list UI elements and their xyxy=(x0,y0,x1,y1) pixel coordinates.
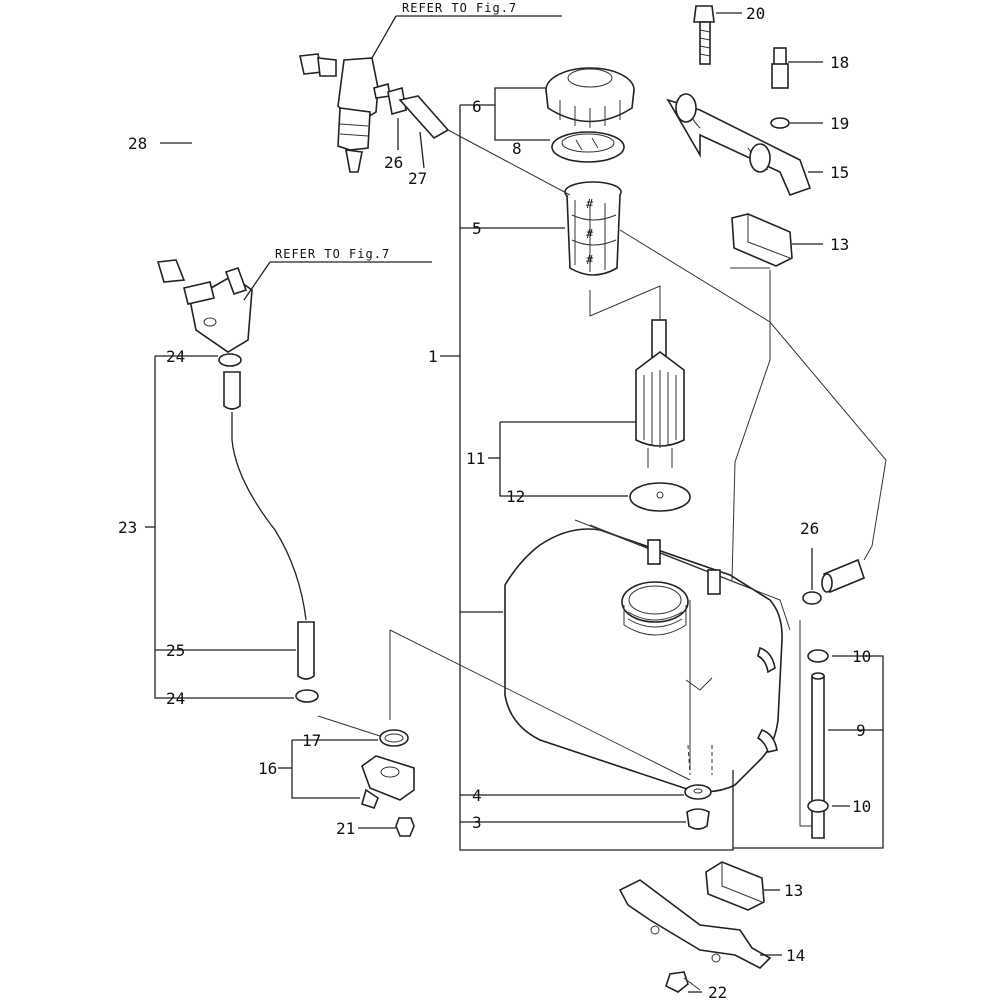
callout-27: 27 xyxy=(408,169,427,188)
fuel-hose-lower xyxy=(297,621,315,680)
callout-21: 21 xyxy=(336,819,355,838)
callout-5: 5 xyxy=(472,219,482,238)
callout-24-lower: 24 xyxy=(166,689,185,708)
callout-8: 8 xyxy=(512,139,522,158)
callout-1: 1 xyxy=(428,347,438,366)
cock-nut xyxy=(395,817,415,837)
injection-pipe xyxy=(116,53,337,283)
callout-10-lower: 10 xyxy=(852,797,871,816)
callout-12: 12 xyxy=(506,487,525,506)
callout-14: 14 xyxy=(786,946,805,965)
collar xyxy=(771,47,789,89)
o-ring xyxy=(379,729,409,747)
callout-17: 17 xyxy=(302,731,321,750)
callout-4: 4 xyxy=(472,786,482,805)
leak-off-hose xyxy=(398,95,450,140)
refer-label-mid: REFER TO Fig.7 xyxy=(275,247,390,261)
cap-gasket xyxy=(551,131,625,163)
callout-9: 9 xyxy=(856,721,866,740)
callout-20: 20 xyxy=(746,4,765,23)
fuel-cock xyxy=(361,755,415,809)
return-pipe xyxy=(811,672,825,839)
hose-clip-upper xyxy=(218,353,242,367)
rubber-cushion-lower xyxy=(705,861,765,911)
pipe-clip-upper xyxy=(807,649,829,663)
fuel-cap xyxy=(545,67,635,128)
callout-22: 22 xyxy=(708,983,727,1000)
return-hose xyxy=(821,558,865,594)
callout-23: 23 xyxy=(118,518,137,537)
callout-10-upper: 10 xyxy=(852,647,871,666)
callout-6: 6 xyxy=(472,97,482,116)
injector-nozzle xyxy=(337,57,391,173)
callout-24-upper: 24 xyxy=(166,347,185,366)
svg-text:#: # xyxy=(586,227,594,241)
callout-11: 11 xyxy=(466,449,485,468)
hose-clip-lower xyxy=(295,689,319,703)
fuel-filter xyxy=(635,319,685,468)
callout-26-top: 26 xyxy=(384,153,403,172)
hose-clip-top xyxy=(387,86,407,116)
leader-lines xyxy=(145,12,887,993)
pipe-clip-lower xyxy=(807,799,829,813)
tank-band-bracket xyxy=(666,93,812,197)
bracket-bolt xyxy=(693,5,715,65)
callout-16: 16 xyxy=(258,759,277,778)
svg-text:#: # xyxy=(586,197,594,211)
callout-25: 25 xyxy=(166,641,185,660)
callout-26-right: 26 xyxy=(800,519,819,538)
drain-washer xyxy=(684,784,712,800)
callout-13-lower: 13 xyxy=(784,881,803,900)
hose-route xyxy=(231,412,307,621)
fuel-tank xyxy=(504,519,791,793)
callout-3: 3 xyxy=(472,813,482,832)
holder-bolt xyxy=(665,971,701,993)
callout-18: 18 xyxy=(830,53,849,72)
callout-13-upper: 13 xyxy=(830,235,849,254)
filter-gasket xyxy=(629,482,691,512)
callout-15: 15 xyxy=(830,163,849,182)
fuel-strainer: # # # xyxy=(564,181,622,276)
hose-clip-right xyxy=(802,591,822,605)
bracket-washer xyxy=(770,117,790,129)
tank-holder xyxy=(618,879,772,969)
rubber-cushion-upper xyxy=(731,213,793,267)
svg-text:#: # xyxy=(586,253,594,267)
callout-19: 19 xyxy=(830,114,849,133)
refer-label-top: REFER TO Fig.7 xyxy=(402,1,517,15)
drain-bolt xyxy=(686,808,710,830)
hose-short xyxy=(223,371,241,410)
feed-pump-fitting xyxy=(183,266,253,353)
callout-28: 28 xyxy=(128,134,147,153)
